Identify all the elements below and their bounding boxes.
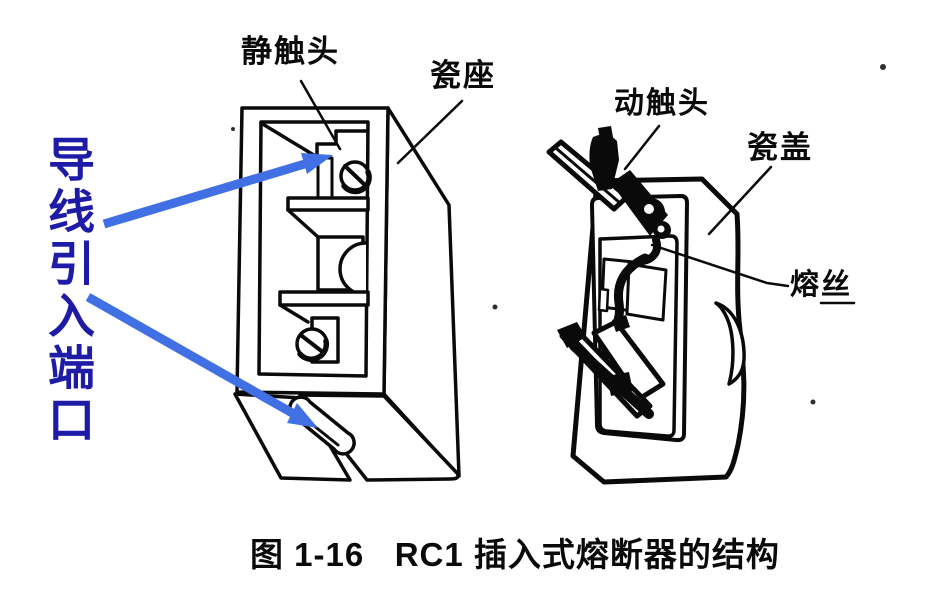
upper-screw-shadow	[341, 169, 372, 195]
base-recess	[257, 120, 370, 378]
label-wire-inlet-vertical: 导线引入端口	[41, 135, 94, 447]
top-contact-cap	[598, 126, 613, 139]
contact-ring-hole	[644, 204, 654, 214]
wire-inlet-arrows	[85, 153, 333, 428]
leader-fuse-wire	[650, 243, 790, 288]
recess-diagonal	[259, 121, 319, 159]
scan-specks	[231, 64, 886, 405]
bottom-black-piece	[607, 372, 633, 396]
interior-block-3	[597, 287, 610, 313]
figure-caption: 图 1-16 RC1 插入式熔断器的结构	[250, 536, 780, 573]
leader-static-contact	[299, 79, 342, 151]
leader-lines	[299, 79, 856, 305]
lower-screw-shadow	[297, 338, 330, 362]
top-blade-inner-line	[555, 147, 622, 205]
base-foot-wedge	[233, 392, 352, 482]
upper-shelf-underside	[286, 208, 320, 239]
arrow-to-inlet-slot	[85, 293, 318, 428]
leader-moving-contact	[623, 124, 661, 171]
lower-shelf	[278, 290, 370, 307]
upper-screw-slot	[343, 164, 368, 188]
arrow-to-static-contact	[102, 153, 333, 229]
grip-crescent	[714, 301, 746, 386]
top-contact-clip	[589, 132, 619, 191]
label-static-contact: 静触头	[241, 34, 340, 69]
interior-block-2	[625, 262, 668, 322]
lower-shelf-underside	[278, 303, 310, 324]
lower-screw-slot	[300, 334, 326, 355]
contact-ring-small-hole	[657, 225, 665, 233]
label-moving-contact: 动触头	[614, 87, 710, 120]
label-fuse-wire: 熔丝	[790, 269, 853, 301]
upper-shelf	[286, 196, 370, 212]
label-porcelain-base: 瓷座	[430, 58, 496, 93]
porcelain-cover-drawing	[546, 126, 747, 485]
label-porcelain-cover: 瓷盖	[747, 130, 813, 165]
bottom-contact-clip	[557, 322, 586, 348]
base-foot-slab	[298, 393, 460, 482]
arrow-head-icon	[301, 153, 333, 174]
arrow-head-icon	[287, 403, 318, 428]
porcelain-base-drawing	[233, 106, 461, 482]
bottom-carrier-top-bit	[612, 315, 630, 332]
leader-porcelain-cover	[707, 165, 773, 236]
leader-porcelain-base	[396, 99, 464, 165]
